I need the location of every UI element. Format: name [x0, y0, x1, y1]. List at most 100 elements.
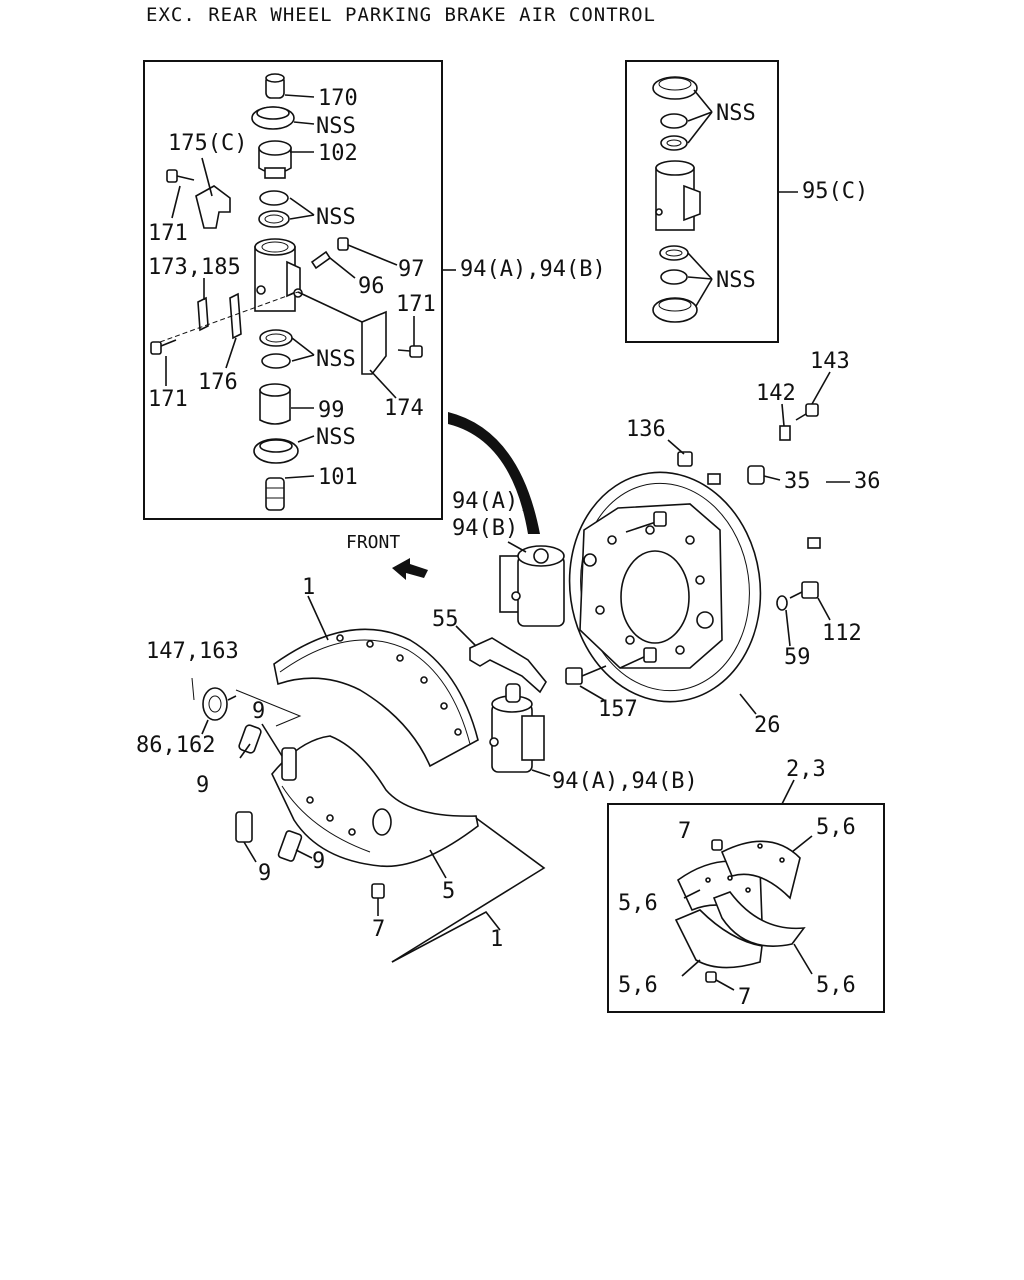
label-147-163: 147,163 [146, 639, 239, 664]
seal-ring-c [259, 329, 293, 347]
label-112: 112 [822, 621, 862, 646]
air-pipe-36 [707, 422, 839, 549]
lining-lower-right [712, 891, 806, 947]
label-5-6-d: 5,6 [816, 973, 856, 998]
label-136: 136 [626, 417, 666, 442]
repair-kit-95c-box [625, 60, 779, 343]
lining-upper-right [720, 840, 801, 900]
seal-ring-b [258, 210, 290, 228]
label-173-185: 173,185 [148, 255, 241, 280]
front-label: FRONT [346, 532, 400, 553]
diagram-title: EXC. REAR WHEEL PARKING BRAKE AIR CONTRO… [146, 4, 656, 26]
label-5-6-c: 5,6 [618, 973, 658, 998]
piston-102 [258, 140, 292, 179]
label-99: 99 [318, 398, 345, 423]
label-2-3: 2,3 [786, 757, 826, 782]
label-nss-d: NSS [316, 425, 356, 450]
label-97: 97 [398, 257, 425, 282]
connector-136 [677, 451, 693, 467]
label-7-shoe: 7 [372, 917, 385, 942]
label-5-shoe: 5 [442, 879, 455, 904]
rivet-7-lining-lower [705, 971, 717, 983]
label-5-6-a: 5,6 [816, 815, 856, 840]
label-59: 59 [784, 645, 811, 670]
label-171-a: 171 [148, 221, 188, 246]
label-94a-mid: 94(A), [452, 489, 531, 514]
label-176: 176 [198, 370, 238, 395]
plate-176 [229, 292, 242, 340]
bolt-171-upper [166, 169, 195, 183]
label-94ab-top: 94(A),94(B) [460, 257, 606, 282]
cap-170 [265, 73, 285, 99]
shoe-assembly-bracket-right [391, 817, 546, 963]
label-143: 143 [810, 349, 850, 374]
shoe-assembly-bracket [391, 910, 501, 963]
washer-59 [776, 595, 788, 611]
seal-ring-d [261, 353, 291, 369]
label-5-6-b: 5,6 [618, 891, 658, 916]
wheel-cylinder-exploded-box [143, 60, 443, 520]
hold-down-spring-b [281, 747, 297, 781]
stud-lower [619, 647, 657, 669]
label-nss-f: NSS [716, 268, 756, 293]
label-86-162: 86,162 [136, 733, 215, 758]
clip-35 [747, 465, 765, 485]
label-174: 174 [384, 396, 424, 421]
label-157: 157 [598, 697, 638, 722]
label-9-a: 9 [252, 699, 265, 724]
bracket-174 [361, 310, 387, 375]
cylinder-body [254, 238, 303, 312]
cotter-pin-147-163 [191, 677, 195, 701]
bolt-171-right [397, 345, 423, 358]
bolt-112 [789, 581, 819, 599]
label-55: 55 [432, 607, 459, 632]
hold-down-spring-c [235, 811, 253, 843]
seal-ring-a [259, 190, 289, 206]
label-36: 36 [854, 469, 881, 494]
label-94ab-low: 94(A),94(B) [552, 769, 698, 794]
lining-lower-left [674, 909, 763, 969]
brake-shoe-upper [273, 628, 479, 768]
boot-ring-lower [253, 438, 299, 464]
bolt-143 [795, 403, 819, 421]
label-7-lining-b: 7 [738, 985, 751, 1010]
label-nss-e: NSS [716, 101, 756, 126]
bolt-171-lower [150, 339, 177, 355]
label-1-bottom: 1 [490, 927, 503, 952]
rivet-7-lining-upper [711, 839, 723, 851]
label-170: 170 [318, 86, 358, 111]
lining-kit-box [607, 803, 885, 1013]
pin-guide-line [235, 689, 302, 727]
label-26: 26 [754, 713, 781, 738]
brake-shoe-lower [271, 735, 479, 868]
anchor-pin-86-162 [202, 687, 228, 721]
label-9-c: 9 [258, 861, 271, 886]
label-171-c: 171 [148, 387, 188, 412]
wheel-cylinder-upper [499, 545, 565, 627]
label-175c: 175(C) [168, 131, 247, 156]
label-9-d: 9 [312, 849, 325, 874]
front-arrow-icon [392, 558, 428, 580]
wheel-cylinder-lower [489, 683, 545, 773]
label-142: 142 [756, 381, 796, 406]
label-171-b: 171 [396, 292, 436, 317]
label-9-b: 9 [196, 773, 209, 798]
boot-ring-upper [251, 106, 295, 130]
label-102: 102 [318, 141, 358, 166]
label-95c: 95(C) [802, 179, 868, 204]
label-101: 101 [318, 465, 358, 490]
stud-upper [625, 511, 667, 533]
bracket-175 [195, 185, 231, 229]
adjuster-101 [265, 477, 285, 511]
label-35: 35 [784, 469, 811, 494]
piston-99 [259, 383, 291, 425]
backing-plate-26 [568, 471, 762, 703]
return-spring-55 [469, 637, 547, 694]
hold-down-spring-a [238, 724, 262, 754]
label-94b-mid: 94(B) [452, 516, 518, 541]
bracket-142 [779, 425, 791, 441]
rivet-7-shoe [371, 883, 385, 899]
label-1-top: 1 [302, 575, 315, 600]
bolt-157 [565, 665, 607, 685]
